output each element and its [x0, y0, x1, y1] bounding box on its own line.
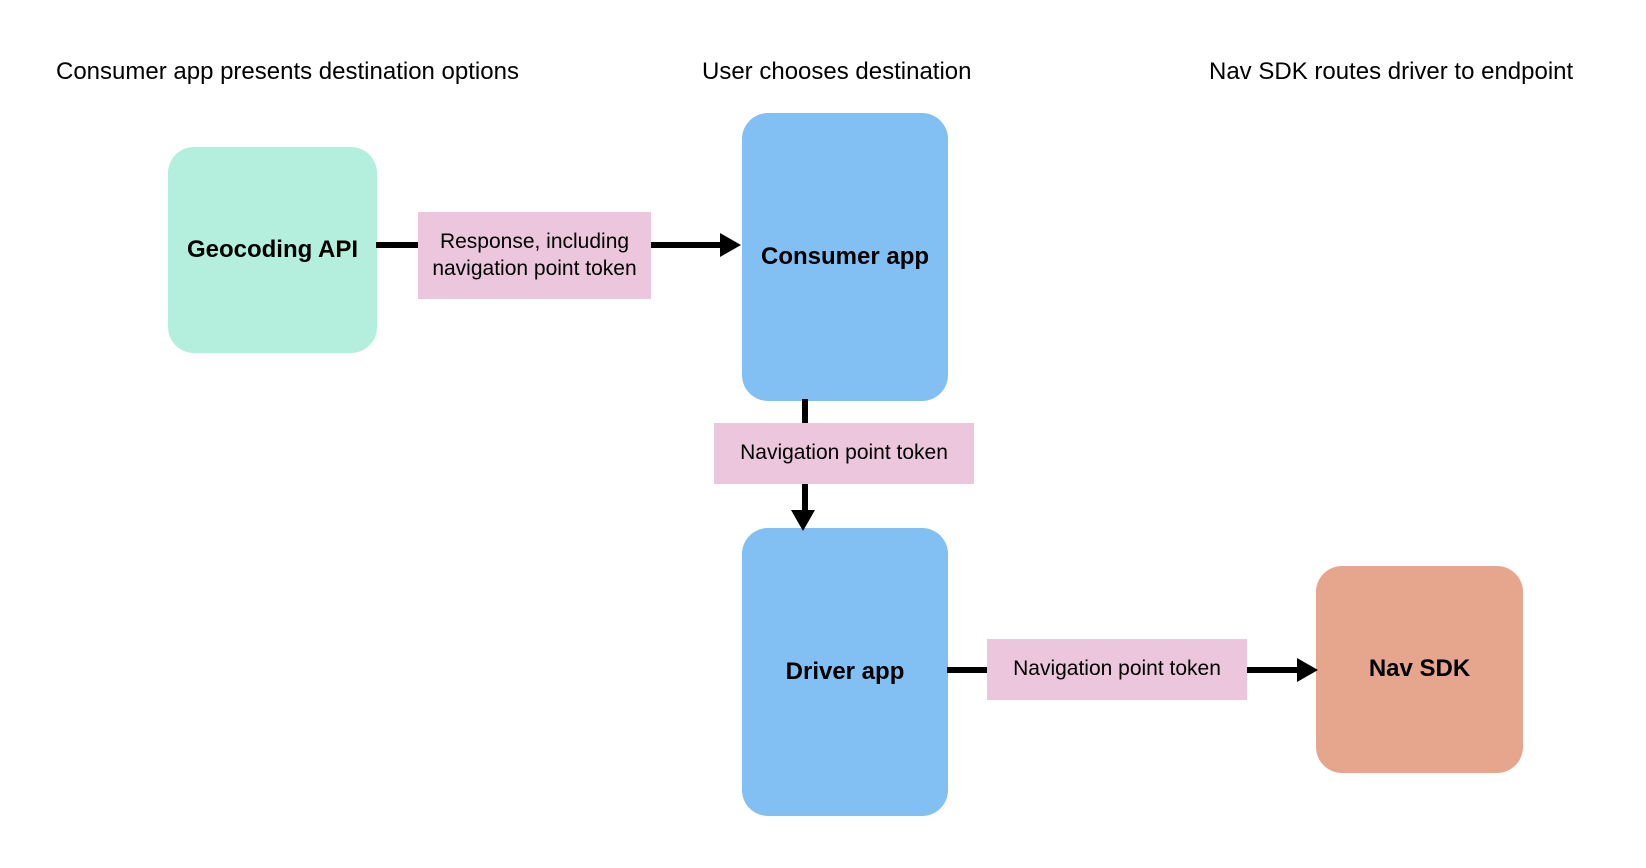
edge-label-response-text: Response, including navigation point tok… — [432, 230, 637, 280]
node-geocoding-api[interactable]: Geocoding API — [168, 147, 377, 353]
edge-label-navigation-point-token-driver-navsdk: Navigation point token — [987, 639, 1247, 700]
column-header-consumer-app: Consumer app presents destination option… — [56, 58, 519, 85]
arrowhead-down-icon — [791, 510, 815, 531]
node-nav-sdk[interactable]: Nav SDK — [1316, 566, 1523, 773]
arrowhead-right-icon — [1297, 658, 1318, 682]
node-driver-app-label: Driver app — [785, 657, 905, 685]
connector-label-to-driver-app — [802, 480, 808, 513]
connector-driver-app-to-label — [947, 667, 991, 673]
edge-label-navigation-point-token-text-2: Navigation point token — [1013, 657, 1221, 681]
connector-geocoding-to-label — [376, 242, 422, 248]
node-driver-app[interactable]: Driver app — [742, 528, 948, 816]
node-consumer-app[interactable]: Consumer app — [742, 113, 948, 401]
column-header-user-choice: User chooses destination — [702, 58, 972, 85]
column-header-nav-sdk: Nav SDK routes driver to endpoint — [1209, 58, 1574, 85]
arrowhead-right-icon — [720, 233, 741, 257]
edge-label-navigation-point-token-text-1: Navigation point token — [740, 441, 948, 465]
node-consumer-app-label: Consumer app — [760, 242, 930, 270]
node-geocoding-api-label: Geocoding API — [186, 235, 359, 263]
edge-label-response-including-navigation-point-token: Response, including navigation point tok… — [418, 212, 651, 299]
edge-label-navigation-point-token-consumer-driver: Navigation point token — [714, 423, 974, 484]
connector-consumer-app-to-label — [802, 399, 808, 427]
node-nav-sdk-label: Nav SDK — [1368, 655, 1471, 683]
connector-label-to-nav-sdk — [1245, 667, 1301, 673]
connector-label-to-consumer-app — [648, 242, 724, 248]
